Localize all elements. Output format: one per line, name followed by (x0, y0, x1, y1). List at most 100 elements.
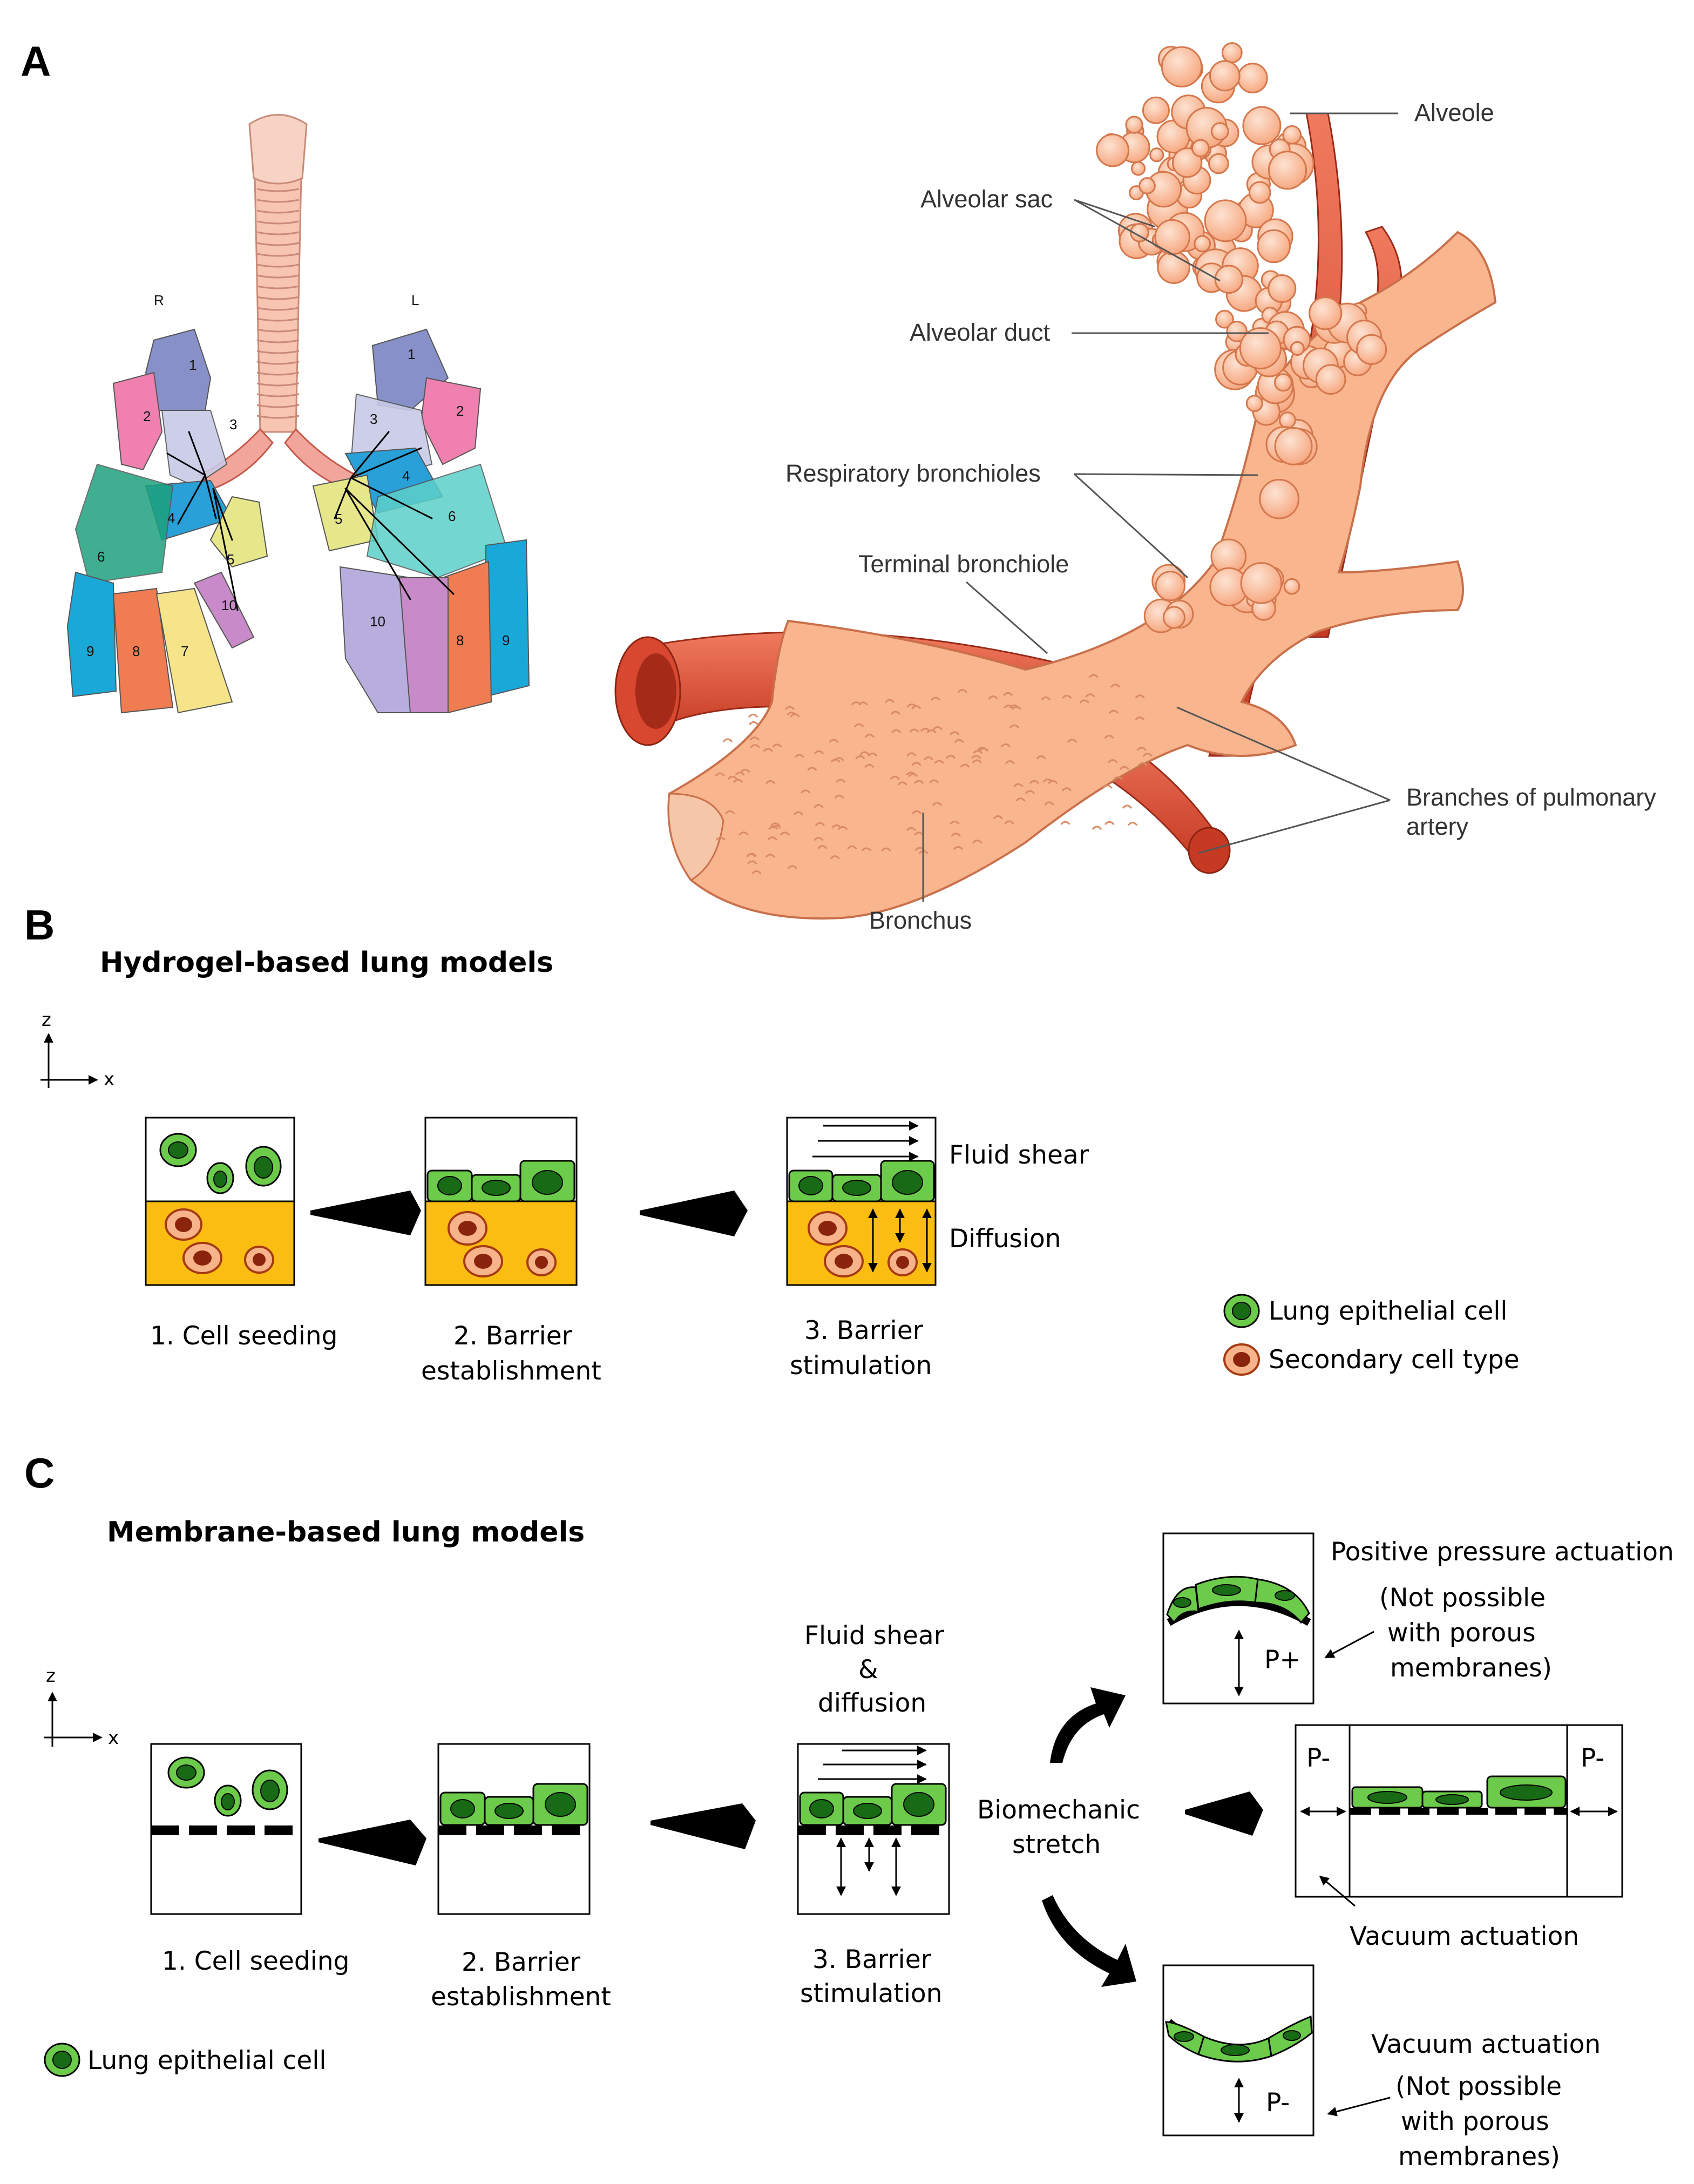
membrane-step-seeding (150, 1743, 302, 1915)
lobe-label-right: 3 (229, 416, 237, 432)
label-c-step3-line2: stimulation (800, 1979, 942, 2009)
label-p-plus: P+ (1264, 1645, 1301, 1675)
label-alveolar-sac: Alveolar sac (920, 185, 1053, 213)
label-stretch-line2: stretch (1012, 1830, 1101, 1860)
hydrogel-step-barrier (424, 1117, 578, 1286)
label-branches-line1: Branches of pulmonary (1406, 783, 1656, 811)
membrane-step-barrier (437, 1743, 591, 1915)
arrow-c-2 (651, 1803, 756, 1849)
lung-segments-illustration: R L 1 2 3 4 5 6 7 8 9 10 1 2 3 4 5 6 8 9 10 (66, 114, 530, 714)
label-fluid-shear: Fluid shear (949, 1140, 1089, 1170)
axis-z-label-c: z (46, 1665, 56, 1687)
label-positive-title: Positive pressure actuation (1331, 1537, 1674, 1567)
lobe-label-right: 8 (132, 643, 140, 659)
membrane-step-stimulation (797, 1743, 950, 1915)
legend-c: Lung epithelial cell (44, 2043, 326, 2077)
label-positive-note2: with porous (1387, 1618, 1536, 1648)
side-label-left: L (411, 292, 419, 308)
lobe-label-left: 2 (456, 403, 464, 419)
panel-label-a: A (21, 37, 51, 85)
hydrogel-step-seeding (145, 1117, 295, 1286)
membrane-title: Membrane-based lung models (107, 1516, 585, 1549)
panel-label-c: C (24, 1449, 55, 1497)
label-alveolar-duct: Alveolar duct (910, 319, 1051, 346)
label-vacuum-note1: (Not possible (1395, 2072, 1562, 2101)
label-c-step2-line1: 2. Barrier (462, 1948, 581, 1977)
label-terminal-bronchiole: Terminal bronchiole (858, 550, 1069, 578)
lobe-label-right: 7 (181, 643, 188, 659)
label-vacuum-mid: Vacuum actuation (1350, 1922, 1579, 1951)
legend-b-secondary: Secondary cell type (1269, 1345, 1520, 1375)
pointer-vacuum-mid (1319, 1875, 1356, 1907)
side-label-right: R (154, 292, 164, 308)
lobe-label-right: 4 (167, 510, 175, 526)
pointer-positive-note (1324, 1631, 1374, 1659)
lobe-label-right: 9 (86, 643, 94, 659)
legend-b-epithelial: Lung epithelial cell (1269, 1296, 1507, 1326)
hydrogel-title: Hydrogel-based lung models (100, 946, 553, 979)
label-p-minus-right: P- (1581, 1743, 1604, 1773)
vacuum-mid-diagram: P- P- (1295, 1724, 1623, 1898)
axis-z-label: z (42, 1009, 51, 1031)
label-shear-line3: diffusion (818, 1688, 926, 1718)
label-bronchus: Bronchus (869, 907, 972, 934)
lobe-number-labels: 1 2 3 4 5 6 7 8 9 10 1 2 3 4 5 6 8 9 10 (86, 346, 510, 659)
axis-x-label: x (104, 1069, 114, 1090)
axis-indicator-b: z x (40, 1009, 114, 1090)
axis-x-label-c: x (108, 1727, 119, 1749)
lobe-label-left: 6 (448, 508, 456, 524)
lobe-label-left: 3 (370, 411, 377, 427)
arrow-c-mid (1185, 1791, 1263, 1836)
alveoli-cluster (1096, 42, 1387, 633)
lobe-label-left: 4 (402, 468, 410, 484)
label-c-step2-line2: establishment (431, 1982, 611, 2012)
panel-label-b: B (24, 901, 55, 949)
label-vacuum-bottom: Vacuum actuation (1371, 2030, 1601, 2059)
lobe-label-left: 10 (370, 613, 385, 630)
legend-c-epithelial: Lung epithelial cell (87, 2046, 326, 2075)
label-vacuum-note2: with porous (1401, 2107, 1549, 2136)
arrow-c-up (1050, 1687, 1126, 1763)
label-vacuum-note3: membranes) (1398, 2142, 1560, 2172)
trachea-rings (256, 188, 300, 419)
lobe-label-right: 6 (97, 549, 105, 565)
lobe-label-right: 5 (227, 551, 234, 567)
lobe-label-right: 10 (221, 597, 237, 613)
arrow-c-down (1042, 1895, 1136, 1987)
hydrogel-step-stimulation (786, 1117, 937, 1286)
label-c-step3-line1: 3. Barrier (812, 1945, 932, 1975)
label-b-step1: 1. Cell seeding (150, 1321, 337, 1351)
lobe-label-left: 9 (502, 632, 510, 648)
label-diffusion: Diffusion (949, 1224, 1061, 1254)
label-b-step3-line1: 3. Barrier (804, 1316, 924, 1345)
label-shear-line1: Fluid shear (804, 1621, 945, 1651)
arrow-c-1 (319, 1820, 426, 1865)
label-shear-line2: & (858, 1655, 878, 1685)
lobe-label-left: 8 (456, 632, 464, 648)
label-positive-note3: membranes) (1390, 1653, 1552, 1683)
lobe-label-right: 1 (189, 357, 196, 373)
label-p-minus-left: P- (1306, 1743, 1330, 1773)
label-positive-note1: (Not possible (1379, 1583, 1546, 1613)
lobe-label-right: 2 (143, 408, 151, 424)
label-branches-line2: artery (1406, 813, 1469, 840)
label-b-step2-line1: 2. Barrier (453, 1321, 573, 1351)
larynx (248, 114, 308, 185)
arrow-b-2 (640, 1191, 748, 1236)
label-stretch-line1: Biomechanic (977, 1795, 1140, 1825)
legend-b: Lung epithelial cell Secondary cell type (1223, 1294, 1520, 1376)
lobe-label-left: 1 (408, 346, 415, 362)
vacuum-bottom-diagram: P- (1162, 1964, 1314, 2136)
label-c-step1: 1. Cell seeding (162, 1946, 349, 1976)
lobe-label-left: 5 (335, 511, 342, 527)
label-p-minus-bottom: P- (1266, 2088, 1290, 2118)
label-respiratory-bronchioles: Respiratory bronchioles (785, 459, 1041, 487)
axis-indicator-c: z x (44, 1665, 119, 1749)
bronchial-tree-illustration: Alveole Alveolar sac Alveolar duct Respi… (614, 42, 1656, 934)
label-b-step3-line2: stimulation (790, 1351, 932, 1381)
label-b-step2-line2: establishment (421, 1356, 601, 1386)
arrow-b-1 (310, 1191, 421, 1235)
pointer-vacuum-note (1327, 2097, 1391, 2117)
positive-pressure-diagram: P+ (1162, 1532, 1314, 1705)
